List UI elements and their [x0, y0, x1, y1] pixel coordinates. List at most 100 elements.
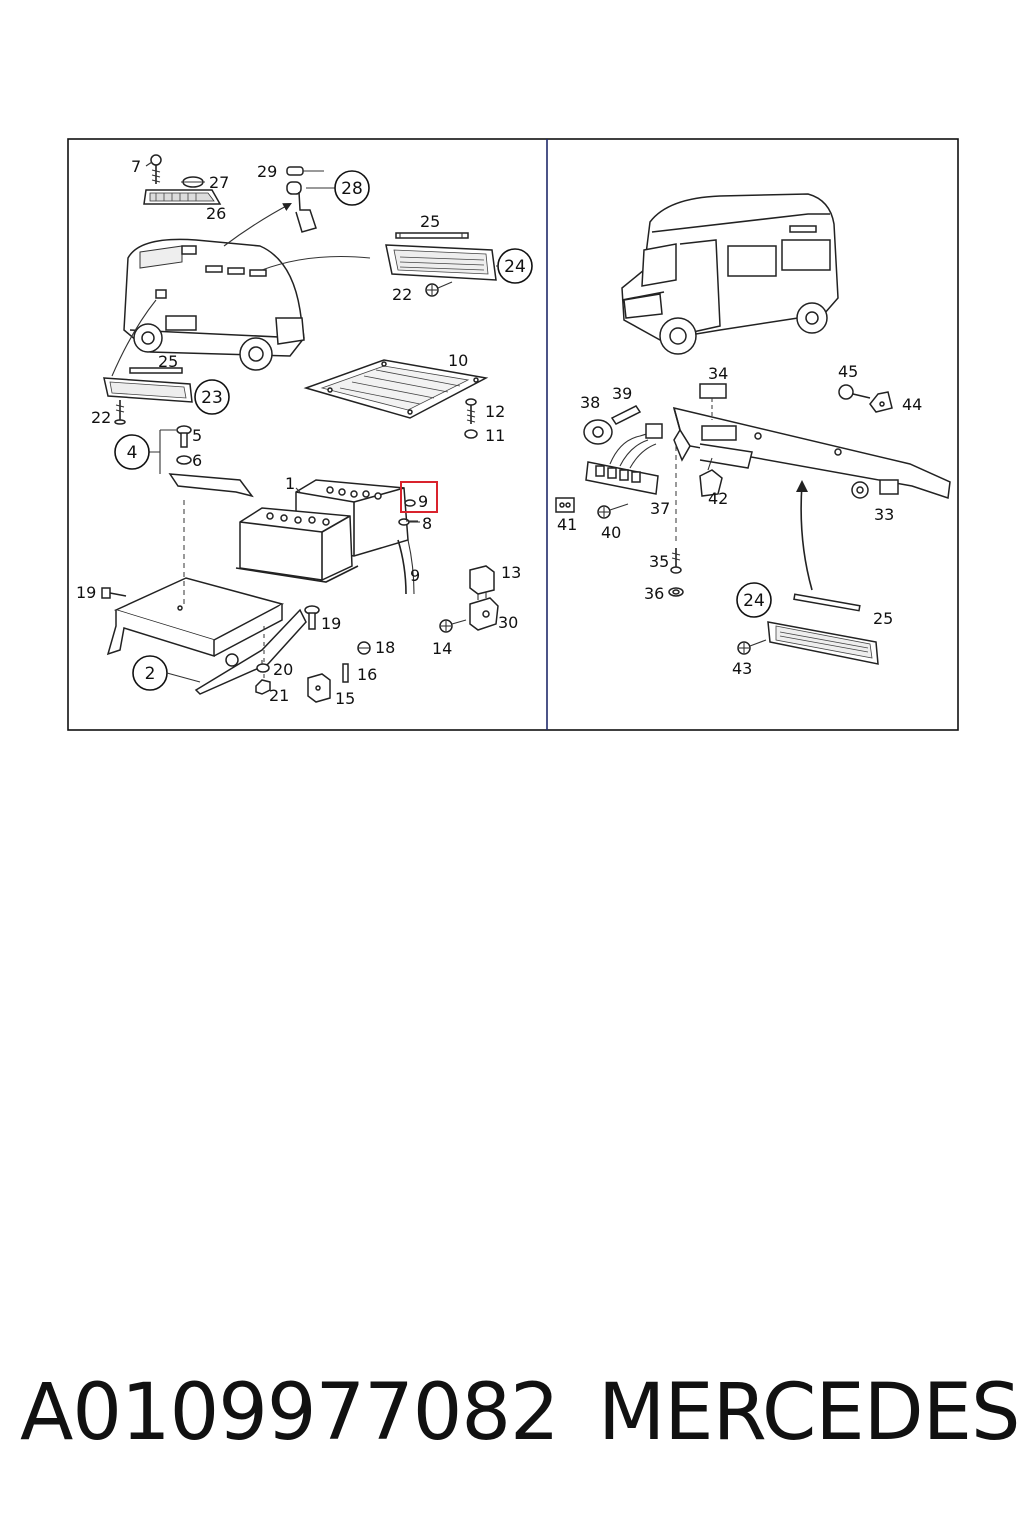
label-34 [699, 383, 727, 420]
knob-38 [583, 419, 613, 445]
leader-24-right [800, 483, 813, 591]
callout-24-right-circle: 24 [736, 582, 772, 618]
lamp-24-top [385, 244, 497, 281]
callout-38: 38 [580, 393, 600, 412]
lamp-23 [103, 377, 193, 403]
mounting-bar-33 [672, 406, 951, 500]
screw-14 [439, 619, 467, 633]
callout-7: 7 [131, 157, 141, 176]
screw-45 [838, 384, 871, 400]
leader-23 [111, 299, 157, 377]
callout-44: 44 [902, 395, 922, 414]
screw-40 [597, 503, 629, 519]
callout-2-circle: 2 [132, 655, 168, 691]
left-panel: 7 27 26 29 25 22 25 22 10 12 11 5 6 1 9 … [76, 154, 533, 708]
callout-12: 12 [485, 402, 505, 421]
highlight-box-9 [400, 481, 438, 513]
callout-43: 43 [732, 659, 752, 678]
callout-25-right: 25 [873, 609, 893, 628]
battery-tray-2 [106, 500, 307, 695]
nut-21 [255, 679, 271, 695]
bolt-19-right [304, 605, 320, 630]
callout-23-circle: 23 [194, 379, 230, 415]
hold-down-strap [168, 473, 254, 498]
callout-18: 18 [375, 638, 395, 657]
screw-35 [670, 548, 682, 574]
callout-27: 27 [209, 173, 229, 192]
callout-24-circle: 24 [497, 248, 533, 284]
callout-10: 10 [448, 351, 468, 370]
callout-22a: 22 [392, 285, 412, 304]
nut-36 [668, 587, 684, 597]
lamp-24-right [767, 621, 879, 665]
callout-11: 11 [485, 426, 505, 445]
part-number: A0109977082 [20, 1368, 560, 1458]
rod-25-top [395, 232, 469, 239]
callout-25b: 25 [158, 352, 178, 371]
callout-36: 36 [644, 584, 664, 603]
callout-39: 39 [612, 384, 632, 403]
relay-holder-30 [469, 597, 499, 631]
van-body-left [123, 238, 305, 371]
callout-9-highlighted: 9 [418, 492, 428, 511]
rod-25-lower [129, 367, 183, 374]
callout-26: 26 [206, 204, 226, 223]
bracket-44 [869, 391, 893, 413]
fuse-39 [610, 405, 642, 425]
screw-12 [465, 398, 477, 424]
callout-29: 29 [257, 162, 277, 181]
callout-4-circle: 4 [114, 434, 150, 470]
nut-11 [464, 429, 478, 439]
pin-16 [342, 663, 349, 683]
callout-42: 42 [708, 489, 728, 508]
right-panel: 34 45 44 38 39 42 37 41 40 33 35 36 25 4… [555, 193, 951, 678]
callout-25a: 25 [420, 212, 440, 231]
svg-text:4: 4 [127, 443, 138, 463]
callout-21: 21 [269, 686, 289, 705]
brand-name: MERCEDES [598, 1368, 1020, 1458]
callout-20: 20 [273, 660, 293, 679]
washer-20 [256, 663, 270, 673]
leader-26 [223, 202, 292, 247]
van-body-right [621, 193, 839, 355]
switch-42 [699, 457, 723, 497]
callout-34: 34 [708, 364, 728, 383]
svg-text:23: 23 [201, 388, 223, 408]
callout-6: 6 [192, 451, 202, 470]
bolt-5 [176, 425, 192, 448]
battery-1-front [235, 507, 359, 583]
svg-text:2: 2 [145, 664, 156, 684]
callout-45: 45 [838, 362, 858, 381]
mat-10 [303, 359, 489, 419]
callout-8: 8 [422, 514, 432, 533]
callout-40: 40 [601, 523, 621, 542]
rod-25-right [793, 593, 861, 612]
callout-1: 1 [285, 474, 295, 493]
callout-33: 33 [874, 505, 894, 524]
bracket-4-leader [148, 429, 176, 474]
callout-22b: 22 [91, 408, 111, 427]
callout-16: 16 [357, 665, 377, 684]
switch-panel-37 [585, 423, 663, 495]
callout-41: 41 [557, 515, 577, 534]
callout-9: 9 [410, 566, 420, 585]
callout-5: 5 [192, 426, 202, 445]
diagram-frame [67, 138, 959, 731]
callout-35: 35 [649, 552, 669, 571]
screw-22-top [425, 281, 453, 297]
screw-22-lower [114, 400, 126, 425]
relay-13 [469, 565, 495, 600]
callout-30: 30 [498, 613, 518, 632]
callout-19b: 19 [321, 614, 341, 633]
lamp-41 [555, 497, 575, 513]
svg-text:24: 24 [743, 591, 765, 611]
caption: A0109977082 MERCEDES [20, 1368, 1020, 1468]
callout-13: 13 [501, 563, 521, 582]
screw-43 [737, 639, 767, 655]
cable-9 [397, 539, 407, 595]
bolt-19-left [101, 587, 127, 599]
callout-28-circle: 28 [334, 170, 370, 206]
reading-lamp-29 [286, 166, 340, 233]
cable-9b [407, 539, 415, 595]
